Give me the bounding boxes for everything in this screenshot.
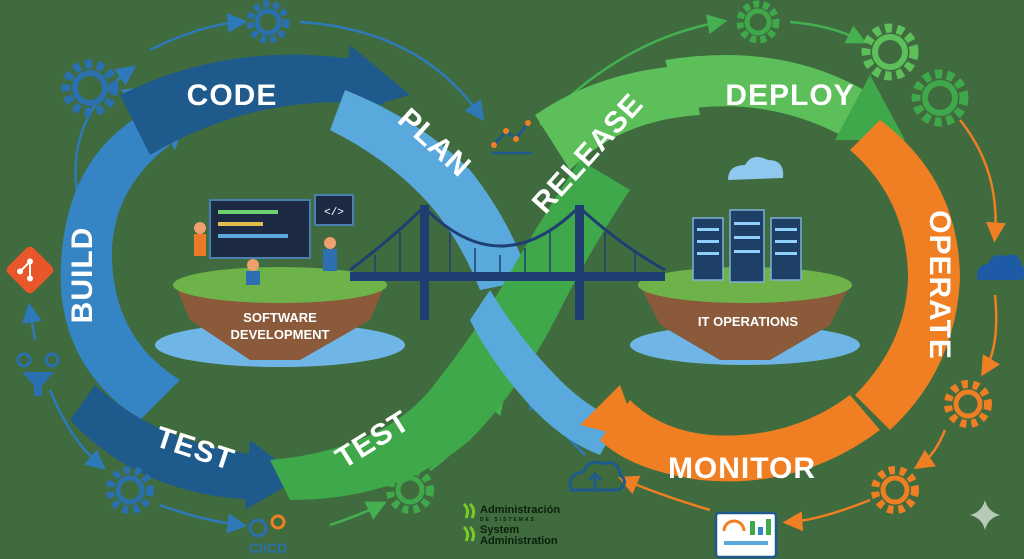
analytics-icon <box>491 120 532 155</box>
flow-arrow <box>618 475 711 512</box>
island-rock <box>175 285 385 360</box>
flow-arrow <box>22 302 42 341</box>
left-loop <box>60 45 530 510</box>
code-screen <box>209 199 311 259</box>
flow-arrow <box>48 389 106 470</box>
build-label: BUILD <box>66 227 99 324</box>
test-left-segment <box>70 385 260 500</box>
developer-figure <box>194 234 206 256</box>
developer-figure <box>246 271 260 285</box>
developer-figure <box>324 237 336 249</box>
developer-figure <box>194 222 206 234</box>
operate-segment <box>850 120 960 430</box>
gear-icon <box>736 0 780 44</box>
server-rack-icon <box>692 209 802 283</box>
gear-icon <box>911 69 969 127</box>
gear-icon <box>861 23 919 81</box>
monitor-arrowhead <box>580 385 640 440</box>
center-crossing <box>270 65 700 500</box>
plan-segment <box>330 90 530 290</box>
monitor-segment <box>600 395 880 482</box>
flow-arrow <box>149 12 248 52</box>
flow-arrow <box>782 498 871 532</box>
dashboard-icon <box>714 511 778 559</box>
developer-figure <box>323 249 337 271</box>
flow-arrow <box>981 294 1001 377</box>
dev-island-label-line2: DEVELOPMENT <box>231 327 330 342</box>
logo-mark <box>462 525 470 542</box>
code-segment <box>120 54 385 155</box>
logo-mark <box>468 502 476 519</box>
logo-line1-sub: DE SISTEMAS <box>480 517 536 523</box>
code-line <box>218 210 278 214</box>
flow-arrow <box>789 20 867 44</box>
island-rock <box>640 285 850 360</box>
release-segment <box>535 65 700 170</box>
developer-figure <box>247 259 259 271</box>
logo-line3: Administration <box>480 535 558 547</box>
flow-arrow <box>913 429 947 470</box>
deploy-label: DEPLOY <box>725 79 854 112</box>
island-grass <box>173 267 387 303</box>
test-left-arrowhead <box>245 440 300 510</box>
deploy-arrowhead <box>835 75 905 140</box>
dev-island-label-line1: SOFTWARE <box>243 310 317 325</box>
code-tag-screen <box>314 194 354 226</box>
bridge-tower <box>575 205 584 320</box>
build-segment <box>60 110 180 420</box>
sparkle-icon <box>970 500 1000 530</box>
test-center-segment <box>270 160 630 500</box>
code-line <box>218 234 288 238</box>
logo-line1: Administración <box>480 504 560 516</box>
gear-icon <box>106 466 154 514</box>
flow-arrow <box>959 119 1006 243</box>
return-segment <box>470 290 620 455</box>
bridge-cable <box>349 204 666 272</box>
gear-icon <box>61 59 119 117</box>
bridge-deck <box>350 272 665 281</box>
pipeline-icon <box>16 352 60 396</box>
logo-mark <box>462 502 470 519</box>
code-label: CODE <box>187 79 278 112</box>
cloud-icon <box>728 156 784 180</box>
monitor-label: MONITOR <box>668 452 816 485</box>
ops-island-label: IT OPERATIONS <box>698 314 798 329</box>
operate-label: OPERATE <box>923 210 956 360</box>
cloud-icon <box>977 254 1024 280</box>
flow-arrow <box>329 501 387 527</box>
cloud-upload-icon <box>568 460 626 492</box>
gear-icon <box>386 466 434 514</box>
flow-arrow <box>299 20 485 122</box>
gear-icon <box>944 380 992 428</box>
logo-mark <box>468 525 476 542</box>
git-icon <box>6 246 54 294</box>
right-loop <box>580 55 960 482</box>
flow-arrow <box>159 503 248 534</box>
ops-island: IT OPERATIONS <box>630 156 860 365</box>
code-tag-icon: </> <box>324 207 344 219</box>
deploy-segment <box>665 55 880 140</box>
bridge <box>349 204 666 320</box>
dev-island: </> SOFTWARE DEVELOPMENT <box>155 194 405 367</box>
cicd-label: CI/CD <box>249 540 287 556</box>
bridge-tower <box>420 205 429 320</box>
cicd-icon <box>248 514 286 538</box>
bridge-hangers <box>374 232 636 272</box>
logo-line2: System <box>480 524 519 536</box>
gear-icon <box>246 0 290 44</box>
code-line <box>218 222 263 226</box>
gear-icon <box>871 466 919 514</box>
gears <box>61 0 992 514</box>
brand-logo: Administración DE SISTEMAS System Admini… <box>462 502 560 547</box>
